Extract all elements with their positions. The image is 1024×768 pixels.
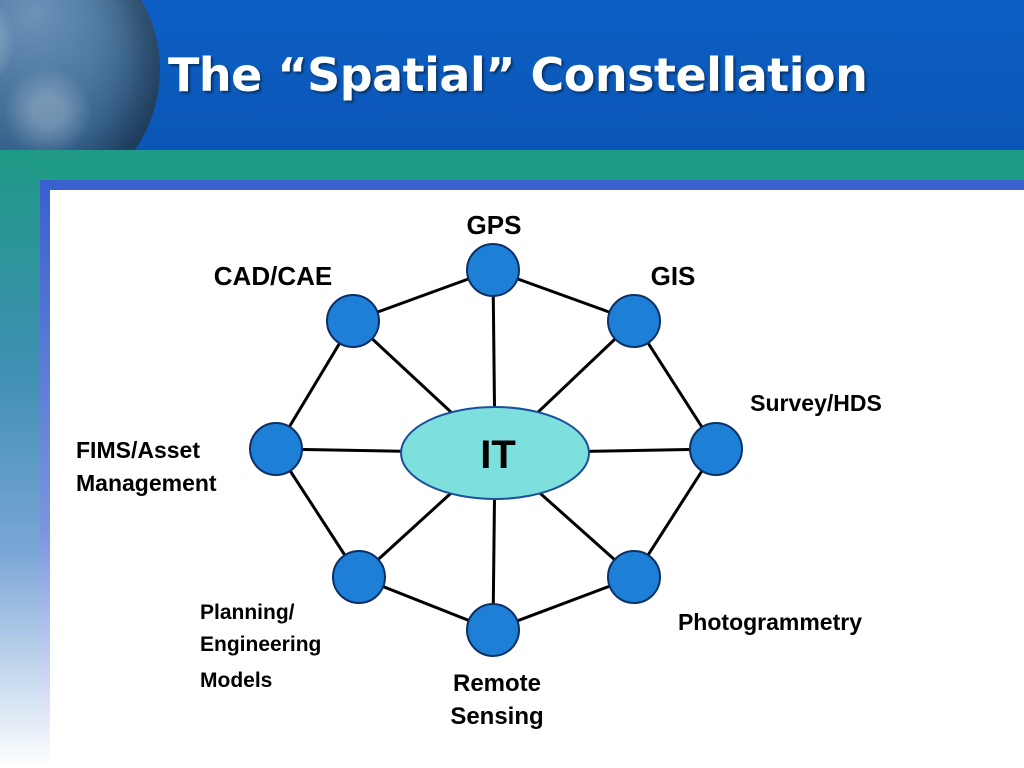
blue-strip-top bbox=[40, 180, 1024, 190]
teal-band bbox=[0, 150, 1024, 180]
label-planning-2: Engineering bbox=[200, 633, 321, 656]
hub-it bbox=[400, 406, 590, 500]
label-survey: Survey/HDS bbox=[750, 390, 882, 416]
globe-image bbox=[0, 0, 160, 150]
label-photogrammetry: Photogrammetry bbox=[678, 609, 862, 635]
header-banner: The “Spatial” Constellation bbox=[0, 0, 1024, 150]
label-gps: GPS bbox=[467, 210, 522, 240]
label-fims-1: FIMS/Asset bbox=[76, 437, 200, 463]
left-gradient-band bbox=[0, 150, 40, 768]
label-cad: CAD/CAE bbox=[214, 261, 332, 291]
node-remote bbox=[466, 603, 520, 657]
label-remote-2: Sensing bbox=[450, 703, 543, 730]
node-gps bbox=[466, 243, 520, 297]
label-fims-2: Management bbox=[76, 470, 217, 496]
node-gis bbox=[607, 294, 661, 348]
node-fims bbox=[249, 422, 303, 476]
label-planning-1: Planning/ bbox=[200, 601, 295, 624]
label-planning-3: Models bbox=[200, 669, 272, 692]
slide-title: The “Spatial” Constellation bbox=[168, 48, 868, 102]
node-planning bbox=[332, 550, 386, 604]
node-photogrammetry bbox=[607, 550, 661, 604]
blue-strip-left bbox=[40, 180, 50, 768]
node-cad bbox=[326, 294, 380, 348]
node-survey bbox=[689, 422, 743, 476]
hub-label: IT bbox=[480, 433, 516, 477]
label-gis: GIS bbox=[651, 261, 696, 291]
label-remote-1: Remote bbox=[453, 670, 541, 697]
